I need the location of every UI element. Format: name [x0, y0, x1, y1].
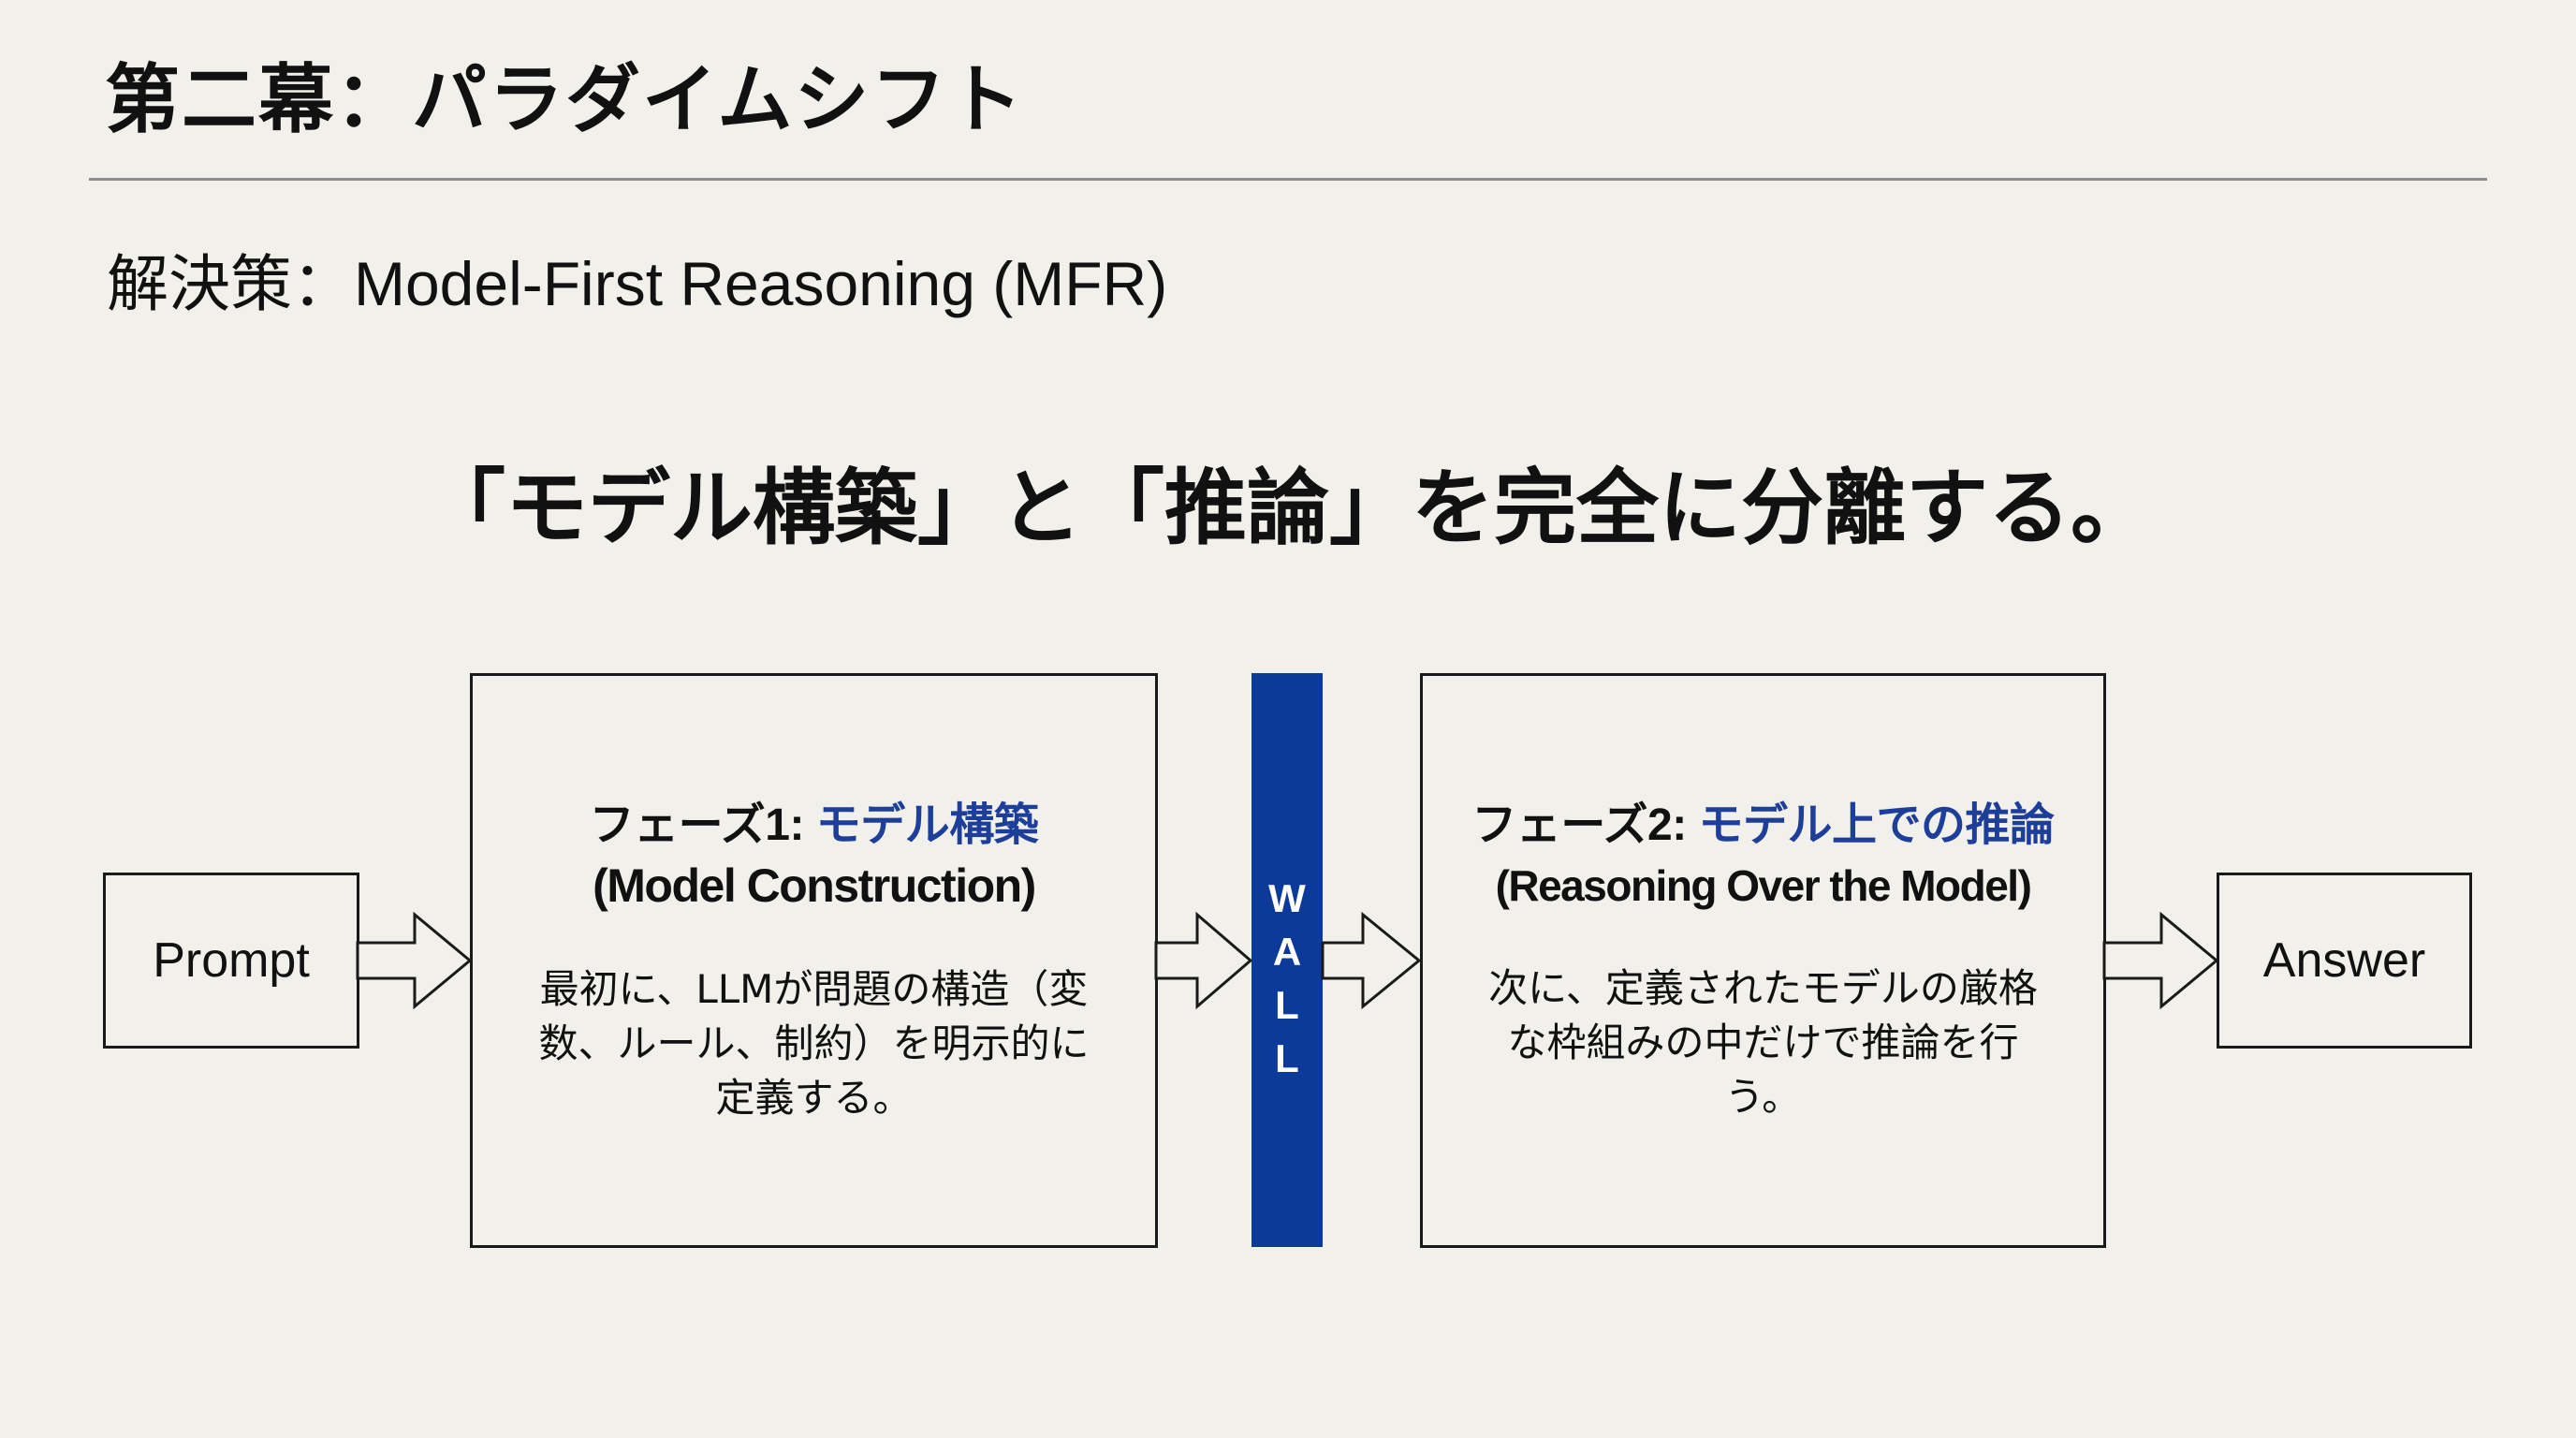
wall-letter: A — [1272, 930, 1302, 974]
phase2-box: フェーズ2: モデル上での推論 (Reasoning Over the Mode… — [1420, 673, 2106, 1248]
slide-title: 第二幕：パラダイムシフト — [105, 56, 1025, 143]
arrow-right-icon — [2102, 911, 2219, 1010]
arrow-right-icon — [1154, 911, 1253, 1010]
headline: 「モデル構築」と「推論」を完全に分離する。 — [422, 460, 2153, 556]
phase2-title: フェーズ2: モデル上での推論 (Reasoning Over the Mode… — [1471, 796, 2056, 917]
phase2-title-accent: モデル上での推論 — [1698, 800, 2056, 850]
phase1-title-accent: モデル構築 — [815, 800, 1039, 850]
prompt-label: Prompt — [153, 933, 310, 988]
answer-label: Answer — [2262, 933, 2426, 988]
wall-label: W A L L — [1268, 872, 1306, 1085]
phase1-box: フェーズ1: モデル構築 (Model Construction) 最初に、LL… — [470, 673, 1158, 1248]
wall-letter: L — [1275, 983, 1299, 1027]
wall-letter: W — [1268, 876, 1306, 920]
title-divider — [89, 178, 2487, 181]
phase2-body: 次に、定義されたモデルの厳格 な枠組みの中だけで推論を行 う。 — [1488, 965, 2038, 1120]
arrow-right-icon — [1321, 911, 1422, 1010]
phase2-title-prefix: フェーズ2: — [1471, 800, 1699, 850]
subtitle-text: Model-First Reasoning (MFR) — [354, 249, 1168, 318]
wall-barrier: W A L L — [1251, 673, 1323, 1247]
prompt-box: Prompt — [103, 873, 359, 1049]
wall-letter: L — [1275, 1036, 1299, 1080]
subtitle-prefix: 解決策： — [107, 248, 354, 320]
phase1-title: フェーズ1: モデル構築 (Model Construction) — [590, 796, 1039, 917]
arrow-right-icon — [356, 911, 473, 1010]
phase1-title-prefix: フェーズ1: — [589, 800, 816, 850]
subtitle: 解決策：Model-First Reasoning (MFR) — [107, 242, 1167, 327]
answer-box: Answer — [2217, 873, 2472, 1049]
phase1-body: 最初に、LLMが問題の構造（変 数、ルール、制約）を明示的に 定義する。 — [538, 966, 1090, 1121]
phase2-title-en: (Reasoning Over the Model) — [1495, 861, 2032, 910]
phase1-title-en: (Model Construction) — [593, 859, 1036, 912]
